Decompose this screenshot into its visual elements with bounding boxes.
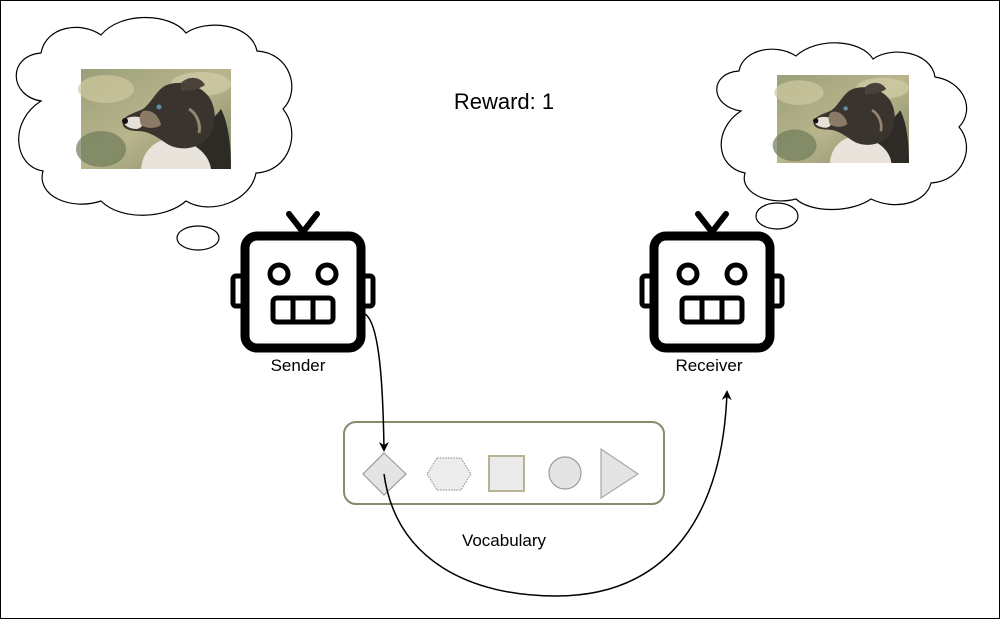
vocab-hexagon-symbol[interactable] (426, 457, 472, 491)
sender-label: Sender (271, 356, 326, 375)
vocab-square-symbol[interactable] (488, 455, 525, 492)
receiver-thought-cloud (716, 42, 968, 230)
sender-thought-cloud (15, 17, 293, 251)
receiver-robot-icon (642, 214, 782, 348)
symbol-to-receiver-arrow (383, 390, 732, 597)
vocabulary-label: Vocabulary (462, 531, 547, 550)
receiver-dog-image (771, 73, 911, 165)
sender-to-symbol-arrow (364, 313, 389, 452)
receiver-thought-bubble-small (755, 202, 799, 230)
sender-robot-icon (233, 214, 373, 348)
vocab-circle-symbol[interactable] (548, 456, 582, 490)
receiver-label: Receiver (675, 356, 742, 375)
sender-thought-bubble-small (176, 225, 220, 251)
sender-dog-image (74, 67, 233, 171)
reward-label: Reward: 1 (454, 89, 554, 114)
vocab-triangle-symbol[interactable] (600, 447, 640, 500)
